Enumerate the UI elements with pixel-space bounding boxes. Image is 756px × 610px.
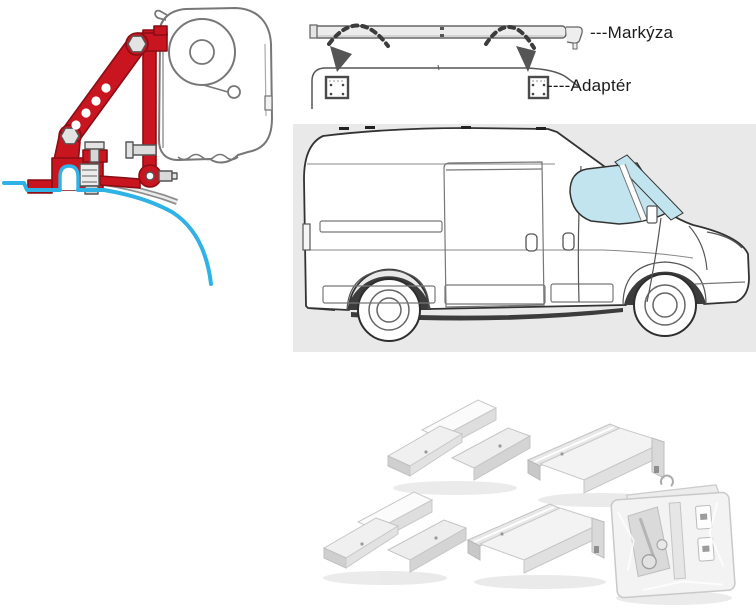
rear-rub-rail: [319, 220, 443, 233]
awning-label: ---Markýza: [590, 23, 674, 42]
window-divider: [619, 164, 647, 221]
rear-wheel-arch: [347, 276, 431, 310]
door-lower-molding: [444, 284, 546, 305]
arc-right: [484, 25, 536, 50]
bag-screw: [638, 517, 657, 562]
arrowheads: [330, 46, 536, 72]
ridge-bracket-bottom: [323, 491, 467, 573]
cab-door-handle: [562, 232, 575, 251]
adapter-plate-right: [527, 75, 550, 100]
roof-outline: [311, 64, 579, 109]
awning-tube: [309, 24, 583, 50]
front-wheel-arch: [624, 271, 706, 305]
arm-holes: [71, 83, 111, 130]
bag-metal-bar: [668, 501, 686, 580]
rear-lamp: [302, 223, 311, 251]
rear-lower-molding: [322, 285, 436, 304]
mounting-schematic: [296, 8, 756, 116]
hardware-bag: [610, 474, 736, 599]
bag-crinkles: [616, 502, 725, 592]
windshield-band: [614, 154, 684, 221]
adapter-kit-photo: [300, 388, 756, 608]
arrowhead-left: [330, 46, 352, 72]
body-lines: [306, 163, 694, 259]
adapter-plate-left: [324, 75, 350, 100]
arrowhead-right: [516, 46, 536, 72]
flat-bracket-bottom: [467, 503, 605, 574]
door-handles: [525, 232, 575, 252]
mounting-schematic-svg: [309, 23, 583, 109]
rear-wheel: [357, 278, 421, 342]
window-corner-trim: [646, 205, 658, 224]
arc-left: [327, 23, 390, 48]
roof-fixing-marks: [339, 126, 546, 130]
mounting-arrows: [327, 23, 536, 50]
front-wheel: [633, 273, 697, 337]
van-side-view-svg: [302, 126, 750, 342]
tube-left-cap: [309, 24, 318, 39]
rear-arch-flare: [346, 269, 430, 311]
base-arch-cutout: [60, 167, 78, 190]
adapter-kit-svg: [323, 399, 736, 605]
bracket-cross-section-svg: [2, 7, 273, 286]
bag-hook: [659, 474, 674, 487]
panel-seams: [302, 161, 746, 308]
sliding-door: [443, 161, 545, 308]
ridge-bracket-top: [387, 399, 531, 481]
awning-roll: [168, 18, 241, 99]
bag-washer-1: [641, 554, 657, 570]
tube-right-hook: [566, 26, 583, 44]
front-lower-molding: [550, 283, 614, 303]
bracket-cross-section-diagram: [0, 0, 290, 305]
adapter-label: ----Adaptér: [547, 76, 632, 95]
flat-bracket-top: [527, 423, 665, 494]
roof-profile-line: [2, 164, 213, 286]
sliding-door-handle: [525, 233, 538, 252]
bag-washer-2: [656, 539, 668, 551]
van-illustration-panel: [293, 124, 756, 352]
adapter-plates: [324, 75, 550, 100]
